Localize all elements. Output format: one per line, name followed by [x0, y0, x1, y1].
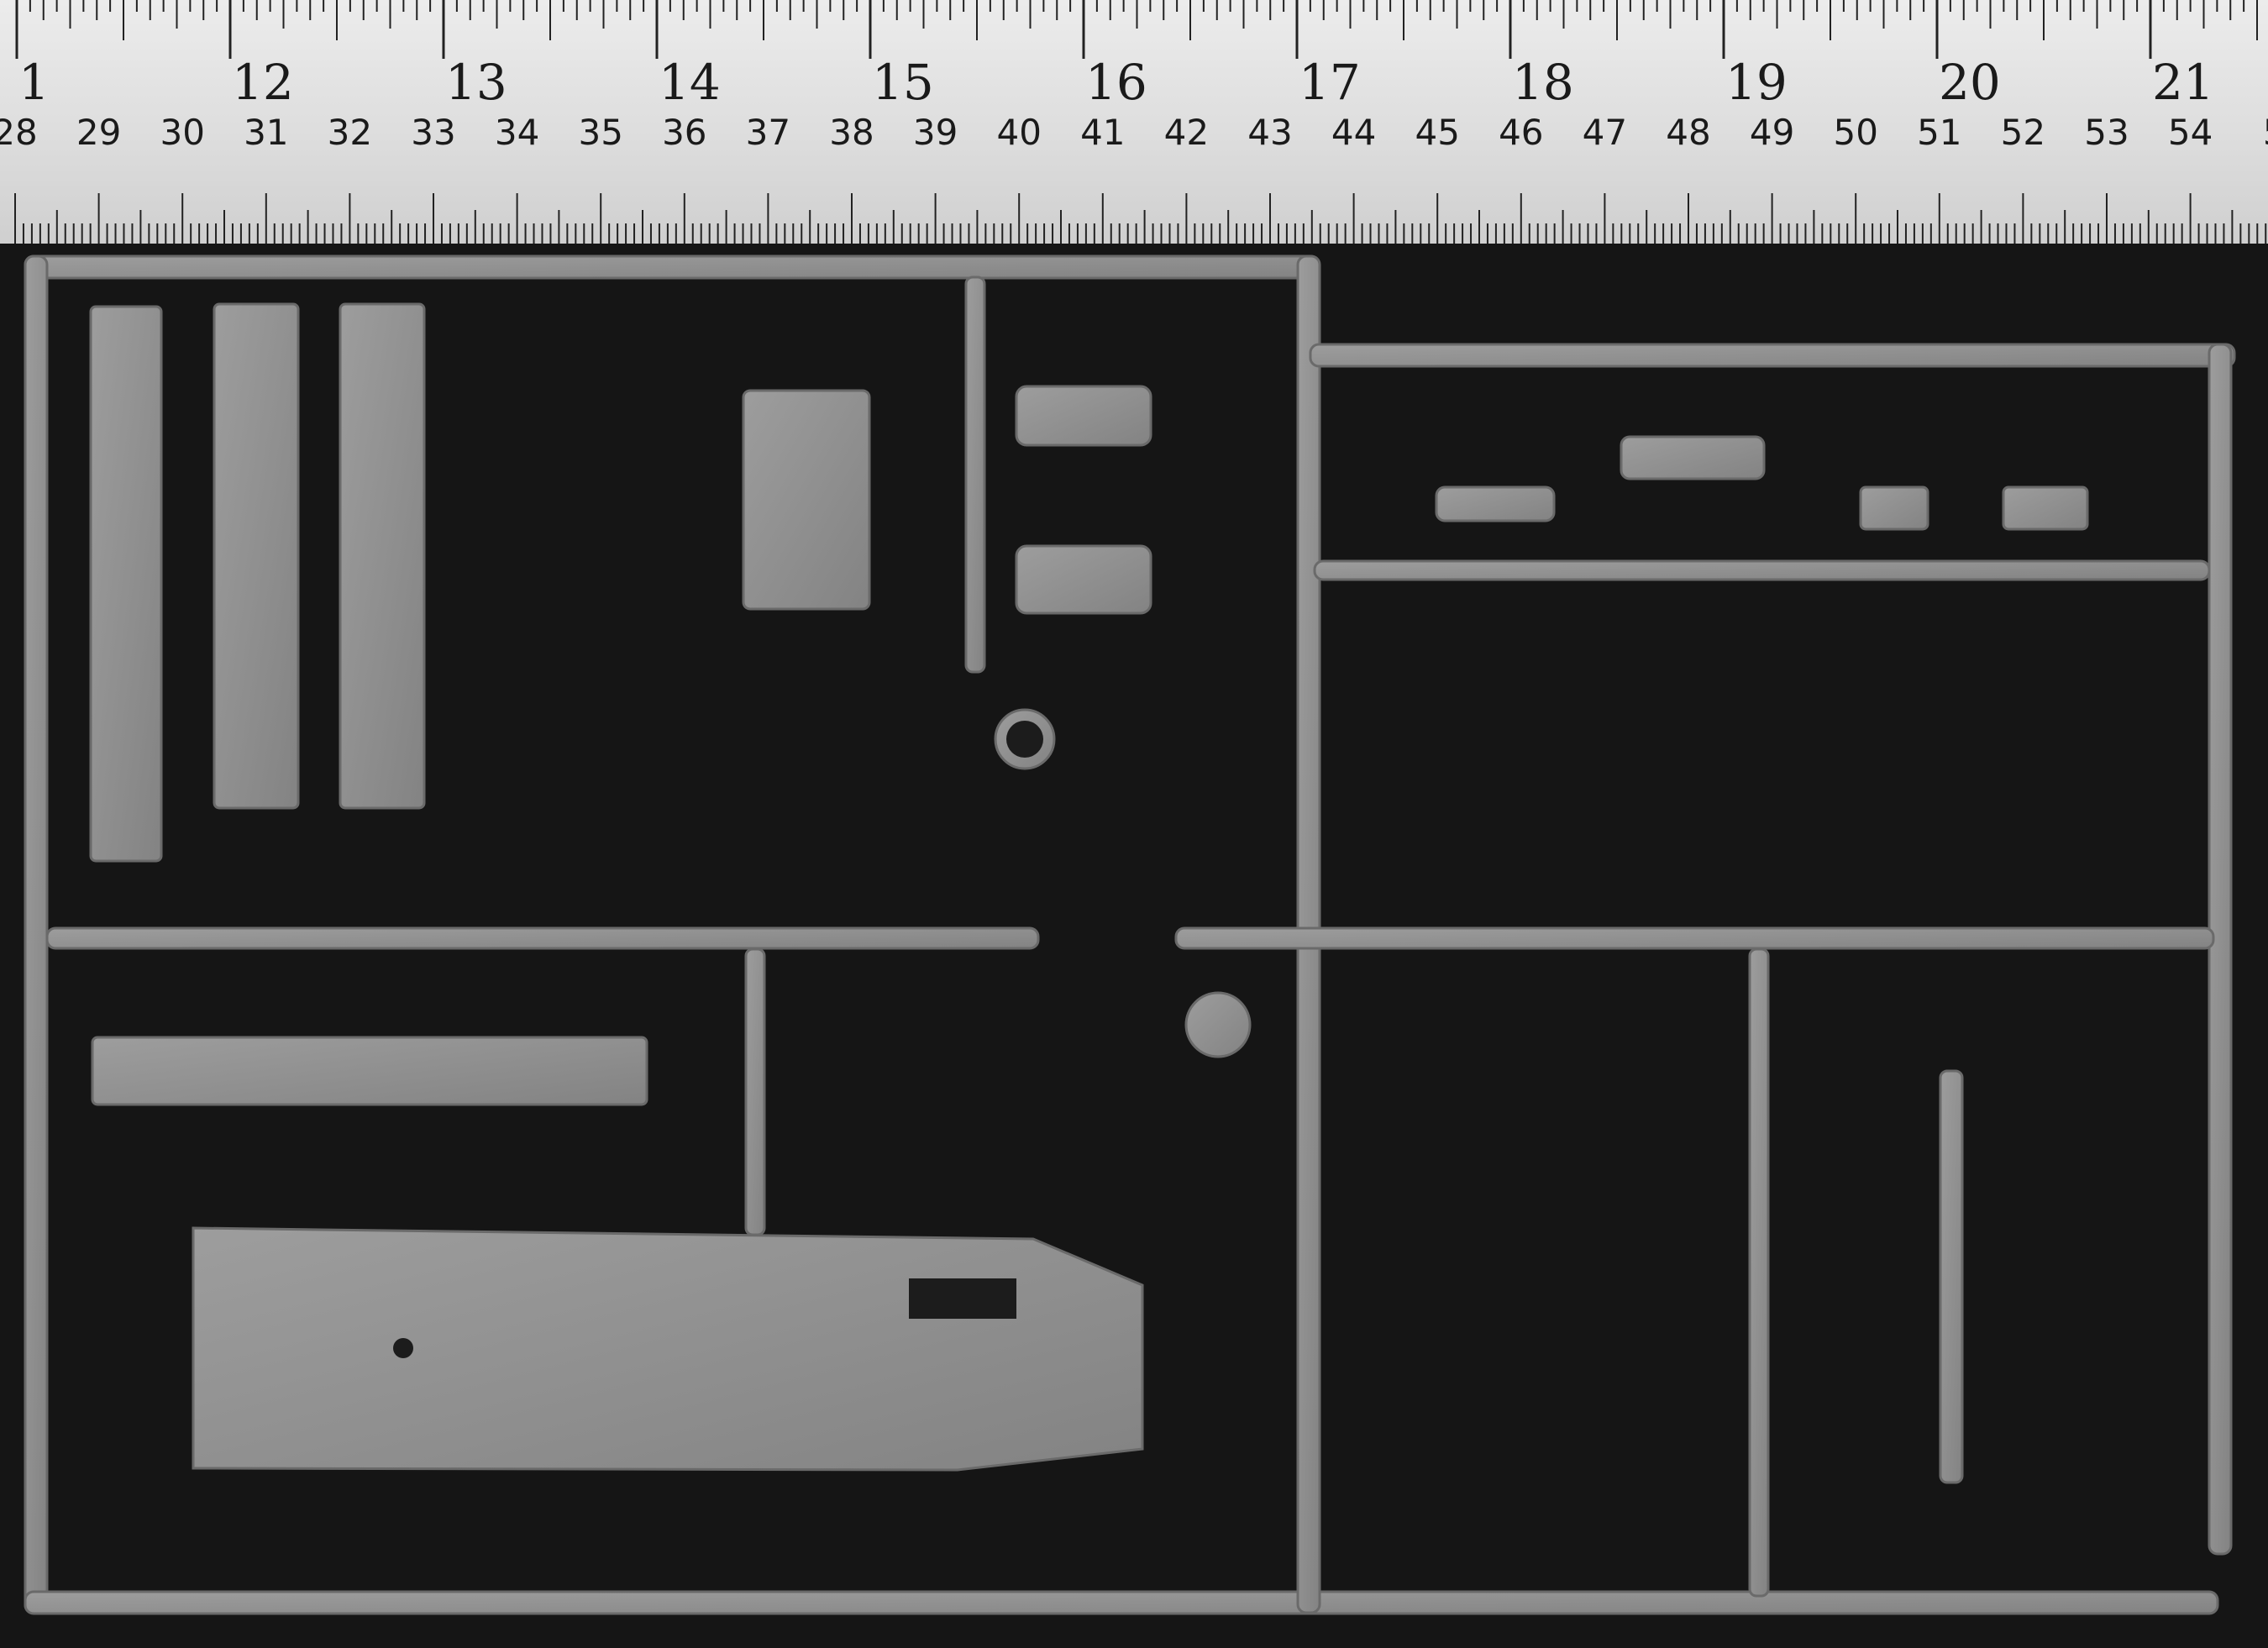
ruler-cm-label: 34: [495, 112, 539, 153]
ruler-inch-label: 12: [232, 54, 294, 111]
part-engine-block-b: [1015, 544, 1152, 615]
ruler-cm-label: 5: [2263, 112, 2268, 153]
part-bracket-a: [1620, 435, 1766, 480]
part-horizontal-bar: [91, 1036, 648, 1106]
part-floor-plate: [192, 1226, 1144, 1472]
ruler-cm-label: 33: [411, 112, 455, 153]
ruler-cm-label: 50: [1833, 112, 1877, 153]
part-long-bar-3: [339, 302, 426, 810]
ruler-cm-label: 51: [1917, 112, 1961, 153]
floor-slot: [909, 1278, 1016, 1319]
ruler-inch-label: 13: [445, 54, 507, 111]
part-bracket-b: [1435, 485, 1556, 522]
ruler-cm-label: 36: [662, 112, 706, 153]
floor-hole: [393, 1338, 413, 1358]
ruler-cm-label: 31: [244, 112, 288, 153]
ruler-cm-label: 32: [328, 112, 372, 153]
part-seat-panel: [742, 389, 871, 611]
runner-upper-right: [1313, 559, 2211, 581]
ruler-cm-label: 35: [578, 112, 622, 153]
ruler-cm-label: 41: [1080, 112, 1125, 153]
ruler-inch-label: 16: [1085, 54, 1147, 111]
ruler-inch-label: 18: [1512, 54, 1574, 111]
ruler-cm-label: 30: [160, 112, 204, 153]
ruler-cm-label: 44: [1331, 112, 1376, 153]
ruler-inch-label: 20: [1939, 54, 2001, 111]
ruler-cm-label: 52: [2001, 112, 2045, 153]
ruler-inch-label: 15: [872, 54, 934, 111]
part-bracket-d: [2002, 485, 2089, 531]
ruler-cm-label: 48: [1666, 112, 1710, 153]
measuring-ruler: 1 12 13 14 15 16 17 18 19 20 21 28 29 30 31 32 33 34 35 36 3…: [0, 0, 2268, 244]
part-long-bar-2: [213, 302, 300, 810]
runner-vertical-top: [964, 276, 986, 674]
ruler-cm-label: 39: [913, 112, 958, 153]
runner-vertical-center: [744, 947, 766, 1236]
part-bracket-c: [1859, 485, 1929, 531]
runner-vertical-right: [1748, 947, 1770, 1598]
ruler-cm-label: 43: [1247, 112, 1292, 153]
part-engine-block-a: [1015, 385, 1152, 447]
sprue-frame-right: [2208, 343, 2233, 1556]
part-holes: [393, 721, 1043, 1358]
ruler-cm-label: 29: [76, 112, 121, 153]
ruler-cm-label: 53: [2084, 112, 2129, 153]
ruler-inch-label: 19: [1725, 54, 1788, 111]
sprue-frame-top-right: [1309, 343, 2236, 368]
ruler-cm-label: 40: [996, 112, 1041, 153]
ruler-cm-label: 45: [1415, 112, 1459, 153]
ruler-cm-label: 37: [746, 112, 790, 153]
sprue-frame-top-left: [24, 255, 1320, 280]
ruler-cm-label: 28: [0, 112, 38, 153]
ruler-inch-label: 17: [1299, 54, 1361, 111]
ruler-cm-label: 49: [1750, 112, 1794, 153]
part-long-bar-1: [89, 305, 163, 863]
ruler-cm-label: 46: [1499, 112, 1543, 153]
ruler-graphic: 1 12 13 14 15 16 17 18 19 20 21 28 29 30 31 32 33 34 35 36 3…: [0, 0, 2268, 244]
ruler-inch-label: 14: [659, 54, 721, 111]
sprue-frame-left: [24, 255, 49, 1614]
ring-hole: [1006, 721, 1043, 758]
ruler-inch-label: 1: [18, 54, 50, 111]
sprue-frame-bottom: [24, 1590, 2219, 1615]
ruler-cm-label: 54: [2168, 112, 2213, 153]
ruler-cm-label: 38: [829, 112, 874, 153]
ruler-inch-label: 21: [2152, 54, 2214, 111]
part-disc: [1184, 991, 1252, 1058]
ruler-cm-label: 47: [1583, 112, 1627, 153]
runner-middle-left: [45, 926, 1040, 950]
part-long-rod: [1939, 1069, 1964, 1484]
runner-middle-right: [1174, 926, 2215, 950]
ruler-cm-label: 42: [1164, 112, 1209, 153]
